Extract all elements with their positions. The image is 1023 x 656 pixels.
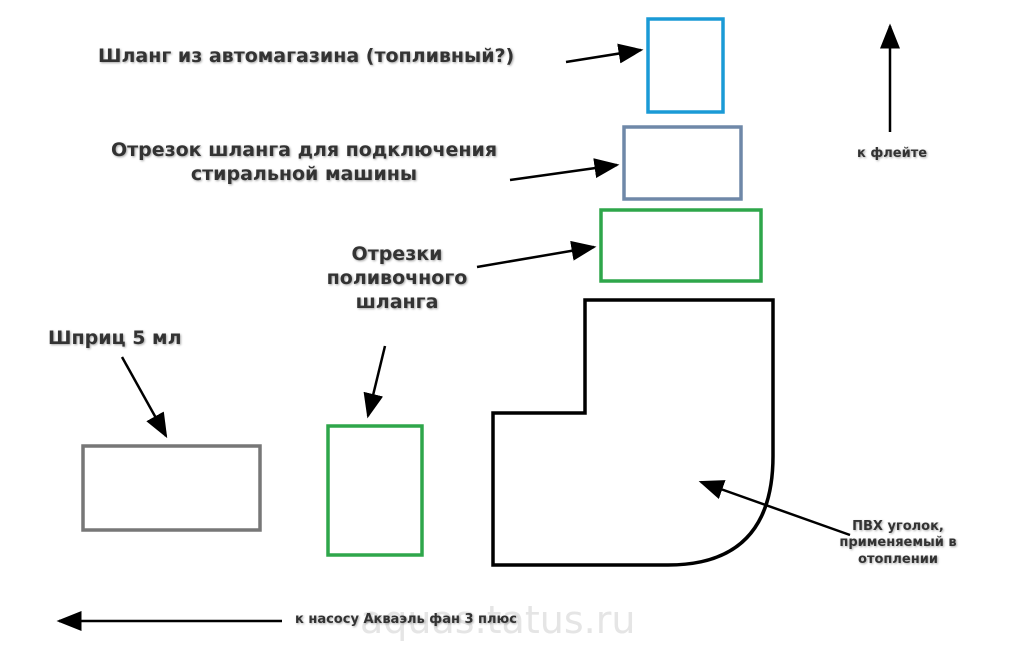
garden-hose-label: Отрезки поливочного шланга — [300, 243, 494, 314]
pvc-elbow-label-line2: применяемый в — [839, 535, 957, 551]
syringe-label: Шприц 5 мл — [48, 327, 182, 349]
pvc-arrow — [698, 480, 851, 537]
washer-hose-label: Отрезок шланга для подключения стирально… — [94, 139, 514, 187]
washer-hose-arrow — [509, 158, 620, 182]
syringe-arrow — [120, 356, 168, 439]
washer-hose-box — [622, 125, 743, 201]
garden-hose-label-line1: Отрезки — [351, 243, 443, 265]
garden-hose-label-line2: поливочного — [326, 266, 468, 289]
pvc-elbow-shape — [491, 298, 775, 567]
to-pump-label: к насосу Акваэль фан 3 плюс — [295, 612, 517, 627]
garden-hose-arrow-top — [476, 240, 597, 269]
pvc-elbow-label-line1: ПВХ уголок, — [852, 519, 944, 534]
garden-hose-arrow-bottom — [363, 345, 387, 419]
syringe-box — [81, 444, 262, 532]
garden-hose-box-top — [599, 208, 763, 283]
fuel-hose-label: Шланг из автомагазина (топливный?) — [98, 45, 515, 67]
pvc-elbow-label: ПВХ уголок, применяемый в отоплении — [838, 519, 958, 568]
washer-hose-label-line1: Отрезок шланга для подключения — [110, 139, 498, 161]
watermark: aquas.tatus.ru — [360, 598, 636, 642]
pvc-elbow-label-line3: отоплении — [858, 551, 938, 567]
to-flute-label: к флейте — [857, 146, 928, 161]
garden-hose-box-bottom — [326, 424, 424, 557]
fuel-hose-arrow — [565, 43, 644, 64]
fuel-hose-box — [646, 17, 725, 114]
garden-hose-label-line3: шланга — [355, 290, 439, 313]
washer-hose-label-line2: стиральной машины — [190, 162, 418, 185]
